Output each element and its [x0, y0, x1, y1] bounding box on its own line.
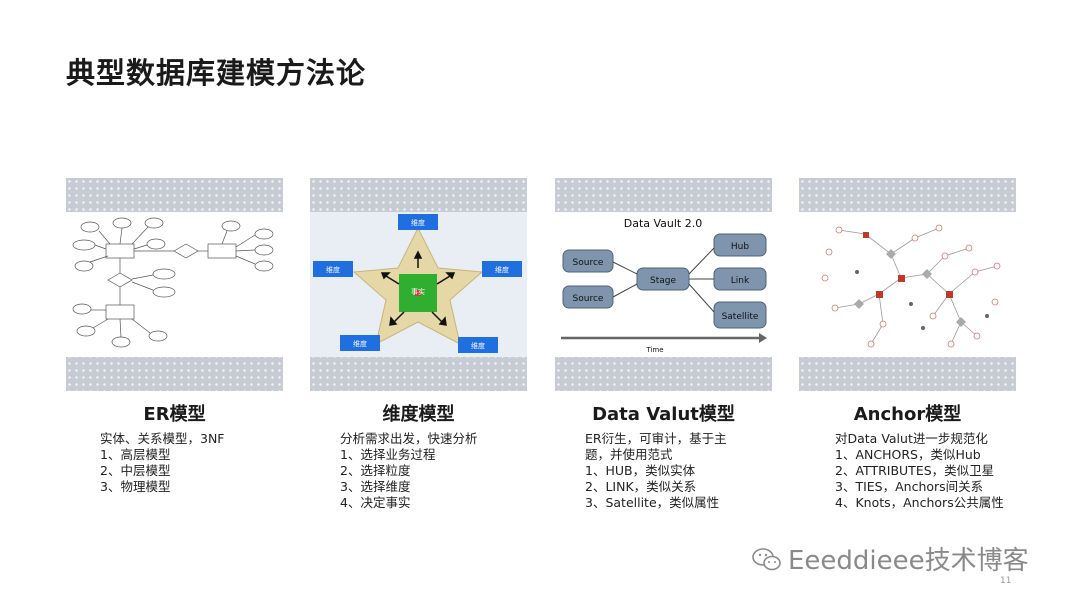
hub-node: Hub: [731, 242, 749, 252]
data-vault-diagram-frame: Data Vault 2.0 Source Sourc: [555, 178, 772, 391]
desc-line: 2、ATTRIBUTES，类似卫星: [835, 463, 995, 478]
star-schema-image: 事实 维度 维度 维度 维度 维度: [313, 214, 522, 353]
anchor-diagram-frame: [799, 178, 1016, 391]
slide-title: 典型数据库建模方法论: [66, 56, 367, 90]
stage-node: Stage: [650, 276, 676, 286]
wechat-icon: [752, 547, 781, 570]
dimension-diagram-frame: 事实 维度 维度 维度 维度 维度: [310, 178, 527, 391]
card-title: ER模型: [143, 404, 206, 425]
desc-line: 分析需求出发，快速分析: [340, 431, 478, 446]
source-node: Source: [573, 258, 604, 268]
dimension-label: 维度: [471, 341, 485, 350]
card-description: 对Data Valut进一步规范化 1、ANCHORS，类似Hub 2、ATTR…: [799, 431, 1016, 511]
desc-line: ER衍生，可审计，基于主: [585, 431, 727, 446]
dimension-label: 维度: [353, 339, 367, 348]
desc-line: 2、中层模型: [100, 463, 171, 478]
dimension-label: 维度: [411, 218, 425, 227]
link-node: Link: [731, 276, 750, 286]
desc-line: 2、LINK，类似关系: [585, 479, 697, 494]
desc-line: 1、高层模型: [100, 447, 171, 462]
desc-line: 1、选择业务过程: [340, 447, 436, 462]
card-anchor-model: Anchor模型 对Data Valut进一步规范化 1、ANCHORS，类似H…: [799, 178, 1016, 511]
card-title: 维度模型: [382, 404, 455, 425]
desc-line: 2、选择粒度: [340, 463, 411, 478]
fact-label: 事实: [411, 287, 425, 296]
er-diagram-image: [72, 217, 274, 348]
desc-line: 实体、关系模型，3NF: [100, 431, 225, 446]
page-number: 11: [1000, 576, 1012, 586]
card-dimension-model: 事实 维度 维度 维度 维度 维度 维度模型 分析需求出发，快速分析 1、选择业…: [310, 178, 527, 511]
watermark-text: Eeeddieee技术博客: [788, 546, 1029, 576]
source-node: Source: [573, 294, 604, 304]
desc-line: 3、TIES，Anchors间关系: [835, 479, 984, 494]
anchor-model-image: [821, 224, 1001, 348]
desc-line: 题，并使用范式: [585, 447, 673, 462]
desc-line: 4、Knots，Anchors公共属性: [835, 495, 1004, 510]
time-axis-label: Time: [645, 346, 663, 354]
dimension-label: 维度: [326, 265, 340, 274]
card-er-model: ER模型 实体、关系模型，3NF 1、高层模型 2、中层模型 3、物理模型: [66, 178, 283, 495]
card-data-vault-model: Data Vault 2.0 Source Sourc: [555, 178, 772, 511]
er-diagram-frame: [66, 178, 283, 391]
data-vault-image: Data Vault 2.0 Source Sourc: [561, 217, 767, 354]
data-vault-heading: Data Vault 2.0: [624, 217, 703, 230]
desc-line: 3、选择维度: [340, 479, 411, 494]
desc-line: 对Data Valut进一步规范化: [835, 431, 988, 446]
card-description: 实体、关系模型，3NF 1、高层模型 2、中层模型 3、物理模型: [66, 431, 283, 495]
desc-line: 3、Satellite，类似属性: [585, 495, 720, 510]
card-description: ER衍生，可审计，基于主 题，并使用范式 1、HUB，类似实体 2、LINK，类…: [555, 431, 772, 511]
desc-line: 1、ANCHORS，类似Hub: [835, 447, 981, 462]
watermark: Eeeddieee技术博客: [752, 540, 1029, 577]
card-title: Data Valut模型: [592, 404, 735, 425]
desc-line: 3、物理模型: [100, 479, 171, 494]
desc-line: 4、决定事实: [340, 495, 411, 510]
desc-line: 1、HUB，类似实体: [585, 463, 696, 478]
card-title: Anchor模型: [853, 404, 962, 425]
card-description: 分析需求出发，快速分析 1、选择业务过程 2、选择粒度 3、选择维度 4、决定事…: [310, 431, 527, 511]
dimension-label: 维度: [495, 265, 509, 274]
satellite-node: Satellite: [722, 312, 759, 322]
